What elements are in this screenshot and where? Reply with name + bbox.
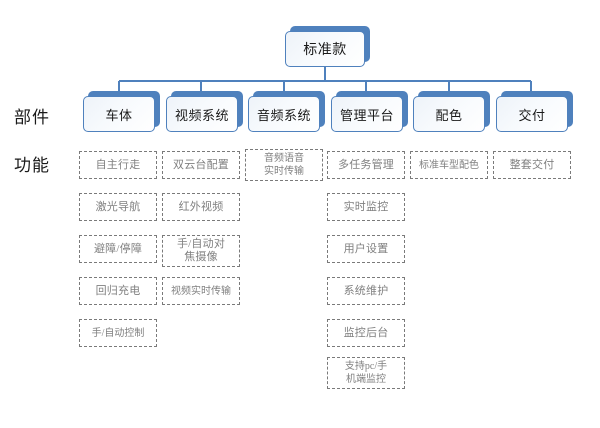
node-department-label: 交付 bbox=[518, 107, 546, 123]
function-label: 音频语音 实时传输 bbox=[264, 153, 304, 177]
function-label: 监控后台 bbox=[343, 326, 389, 339]
node-face: 交付 bbox=[496, 96, 568, 132]
node-department-color-scheme[interactable]: 配色 bbox=[413, 91, 490, 132]
function-label: 手/自动对 焦摄像 bbox=[176, 238, 226, 263]
node-face: 视频系统 bbox=[166, 96, 238, 132]
function-label: 多任务管理 bbox=[338, 158, 394, 171]
function-label: 系统维护 bbox=[343, 284, 389, 297]
function-label: 红外视频 bbox=[178, 200, 224, 213]
function-box[interactable]: 双云台配置 bbox=[162, 151, 240, 179]
function-box[interactable]: 音频语音 实时传输 bbox=[245, 149, 323, 181]
node-department-management-platform[interactable]: 管理平台 bbox=[331, 91, 408, 132]
node-department-label: 车体 bbox=[105, 107, 133, 123]
function-box[interactable]: 支持pc/手 机端监控 bbox=[327, 357, 405, 389]
function-label: 整套交付 bbox=[509, 158, 555, 171]
function-box[interactable]: 监控后台 bbox=[327, 319, 405, 347]
node-root[interactable]: 标准款 bbox=[285, 26, 370, 67]
function-box[interactable]: 激光导航 bbox=[79, 193, 157, 221]
function-label: 支持pc/手 机端监控 bbox=[344, 361, 388, 385]
function-box[interactable]: 实时监控 bbox=[327, 193, 405, 221]
function-label: 实时监控 bbox=[343, 200, 389, 213]
function-label: 自主行走 bbox=[95, 158, 141, 171]
node-department-video-system[interactable]: 视频系统 bbox=[166, 91, 243, 132]
function-box[interactable]: 系统维护 bbox=[327, 277, 405, 305]
function-box[interactable]: 自主行走 bbox=[79, 151, 157, 179]
node-root-face: 标准款 bbox=[285, 31, 365, 67]
function-box[interactable]: 手/自动控制 bbox=[79, 319, 157, 347]
node-department-label: 管理平台 bbox=[339, 107, 394, 123]
node-root-label: 标准款 bbox=[303, 43, 347, 58]
function-label: 激光导航 bbox=[95, 200, 141, 213]
function-box[interactable]: 视频实时传输 bbox=[162, 277, 240, 305]
function-label: 标准车型配色 bbox=[419, 159, 479, 171]
node-face: 管理平台 bbox=[331, 96, 403, 132]
node-face: 车体 bbox=[83, 96, 155, 132]
function-label: 手/自动控制 bbox=[91, 327, 145, 339]
node-department-chassis[interactable]: 车体 bbox=[83, 91, 160, 132]
node-face: 配色 bbox=[413, 96, 485, 132]
node-department-delivery[interactable]: 交付 bbox=[496, 91, 573, 132]
node-department-label: 视频系统 bbox=[174, 107, 229, 123]
function-label: 避障/停障 bbox=[93, 242, 143, 255]
function-label: 回归充电 bbox=[95, 284, 141, 297]
row-label-functions: 功能 bbox=[14, 156, 50, 175]
function-box[interactable]: 避障/停障 bbox=[79, 235, 157, 263]
function-label: 视频实时传输 bbox=[171, 285, 231, 297]
node-face: 音频系统 bbox=[248, 96, 320, 132]
function-box[interactable]: 多任务管理 bbox=[327, 151, 405, 179]
function-label: 双云台配置 bbox=[173, 158, 229, 171]
function-label: 用户设置 bbox=[343, 242, 389, 255]
row-label-parts: 部件 bbox=[14, 108, 50, 127]
node-department-label: 配色 bbox=[435, 107, 463, 123]
function-box[interactable]: 用户设置 bbox=[327, 235, 405, 263]
function-box[interactable]: 标准车型配色 bbox=[410, 151, 488, 179]
node-department-audio-system[interactable]: 音频系统 bbox=[248, 91, 325, 132]
function-box[interactable]: 回归充电 bbox=[79, 277, 157, 305]
function-box[interactable]: 整套交付 bbox=[493, 151, 571, 179]
node-department-label: 音频系统 bbox=[256, 107, 311, 123]
function-box[interactable]: 手/自动对 焦摄像 bbox=[162, 235, 240, 267]
function-box[interactable]: 红外视频 bbox=[162, 193, 240, 221]
